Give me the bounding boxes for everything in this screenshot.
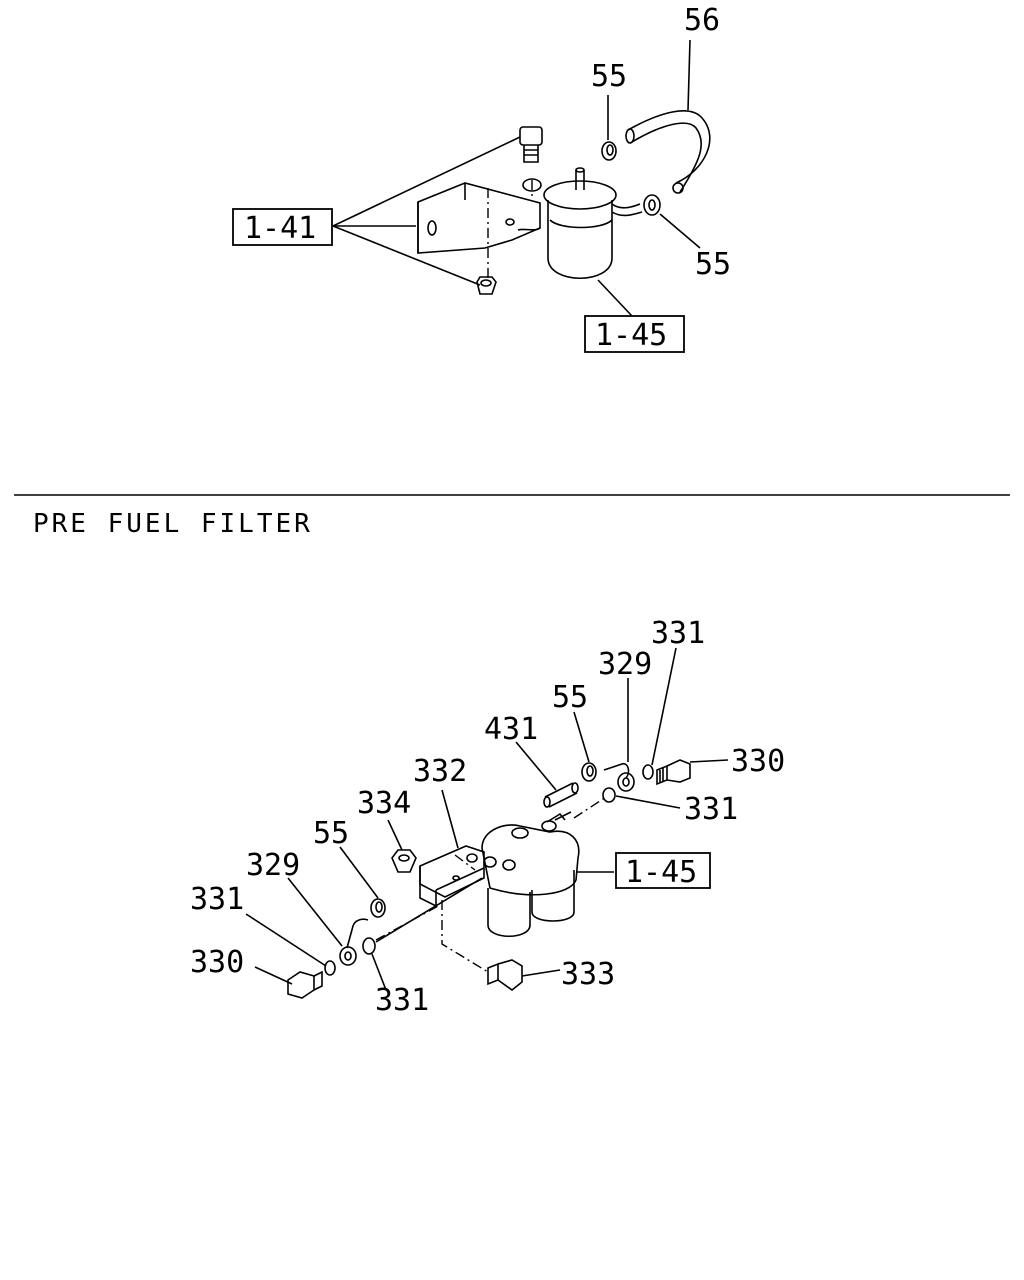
center-line-lower-1 bbox=[441, 900, 489, 973]
ref-box-1-45-lower bbox=[615, 852, 711, 889]
leaders-1-41 bbox=[332, 136, 521, 286]
label-clip-right-lower: 55 bbox=[552, 680, 588, 715]
banjo-bolt-lower-right bbox=[656, 759, 691, 786]
hose-clip-top bbox=[601, 141, 617, 161]
label-bolt-left: 330 bbox=[190, 945, 244, 980]
ref-label-filter-upper: 1-45 bbox=[595, 318, 667, 353]
ref-box-1-41 bbox=[232, 208, 333, 246]
eye-joint-lower-left bbox=[339, 918, 369, 966]
bracket-nut bbox=[476, 276, 497, 295]
hose-56 bbox=[625, 110, 711, 194]
label-eye-joint-left: 329 bbox=[246, 848, 300, 883]
label-nut: 334 bbox=[357, 786, 411, 821]
washer-lower-left-bottom bbox=[362, 937, 376, 955]
bracket-washer bbox=[522, 178, 542, 192]
bracket-bolt bbox=[519, 126, 543, 163]
label-washer-left-bottom: 331 bbox=[375, 983, 429, 1018]
hose-clip-lower-right bbox=[581, 762, 597, 782]
twin-fuel-filter bbox=[481, 811, 580, 937]
label-washer-right-top: 331 bbox=[651, 616, 705, 651]
section-title: PRE FUEL FILTER bbox=[33, 509, 313, 539]
leader-55-right bbox=[659, 213, 701, 249]
banjo-bolt-lower-left bbox=[287, 970, 323, 999]
label-hose: 56 bbox=[684, 3, 720, 38]
fuel-filter-upper bbox=[543, 167, 643, 279]
label-bolt-right: 330 bbox=[731, 744, 785, 779]
ref-label-bracket: 1-41 bbox=[244, 211, 316, 246]
label-clip-left: 55 bbox=[313, 816, 349, 851]
label-bolt-bottom: 333 bbox=[561, 957, 615, 992]
connector-line-left bbox=[375, 877, 483, 943]
label-washer-left-top: 331 bbox=[190, 882, 244, 917]
label-eye-joint-right: 329 bbox=[598, 647, 652, 682]
ref-box-1-45-upper bbox=[584, 315, 685, 353]
hose-clip-lower-left bbox=[370, 898, 386, 918]
upper-view: 56 55 55 1-41 1-45 bbox=[232, 3, 731, 353]
leader-56 bbox=[687, 39, 691, 111]
leaders-lower bbox=[245, 647, 729, 991]
label-bracket: 332 bbox=[413, 754, 467, 789]
leader-1-45-upper bbox=[597, 279, 633, 317]
fuel-pipe bbox=[543, 782, 579, 808]
washer-lower-right-top bbox=[642, 764, 654, 780]
label-clip-top: 55 bbox=[591, 59, 627, 94]
bolt-bottom bbox=[487, 959, 523, 992]
lower-view: 330 331 329 55 431 331 332 334 55 329 33… bbox=[190, 616, 785, 1018]
label-clip-right: 55 bbox=[695, 247, 731, 282]
ref-label-filter-lower: 1-45 bbox=[625, 855, 697, 890]
washer-lower-left-top bbox=[324, 960, 336, 976]
label-pipe: 431 bbox=[484, 712, 538, 747]
nut-lower bbox=[391, 849, 417, 873]
washer-lower-right-bottom bbox=[602, 787, 616, 803]
filter-bracket bbox=[419, 845, 485, 908]
label-washer-right-bottom: 331 bbox=[684, 792, 738, 827]
mounting-bracket bbox=[417, 182, 541, 254]
hose-clip-right bbox=[643, 194, 661, 216]
eye-joint-lower-right bbox=[603, 762, 635, 792]
